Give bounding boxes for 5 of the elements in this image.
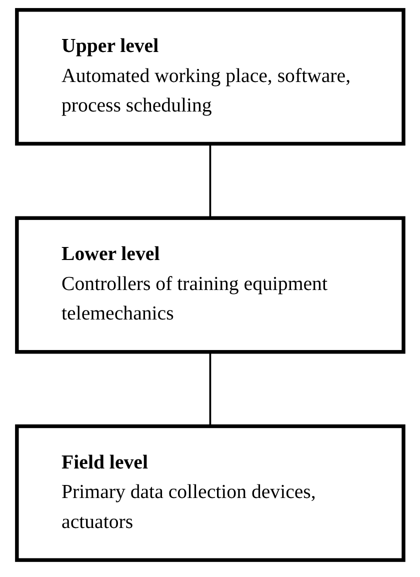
node-box: Field level Primary data collection devices, actuators — [14, 424, 406, 562]
node-box: Lower level Controllers of training equipment telemechanics — [14, 216, 406, 354]
node-box: Upper level Automated working place, software, process scheduling — [14, 8, 406, 146]
connector — [209, 144, 211, 218]
connector — [209, 352, 211, 426]
